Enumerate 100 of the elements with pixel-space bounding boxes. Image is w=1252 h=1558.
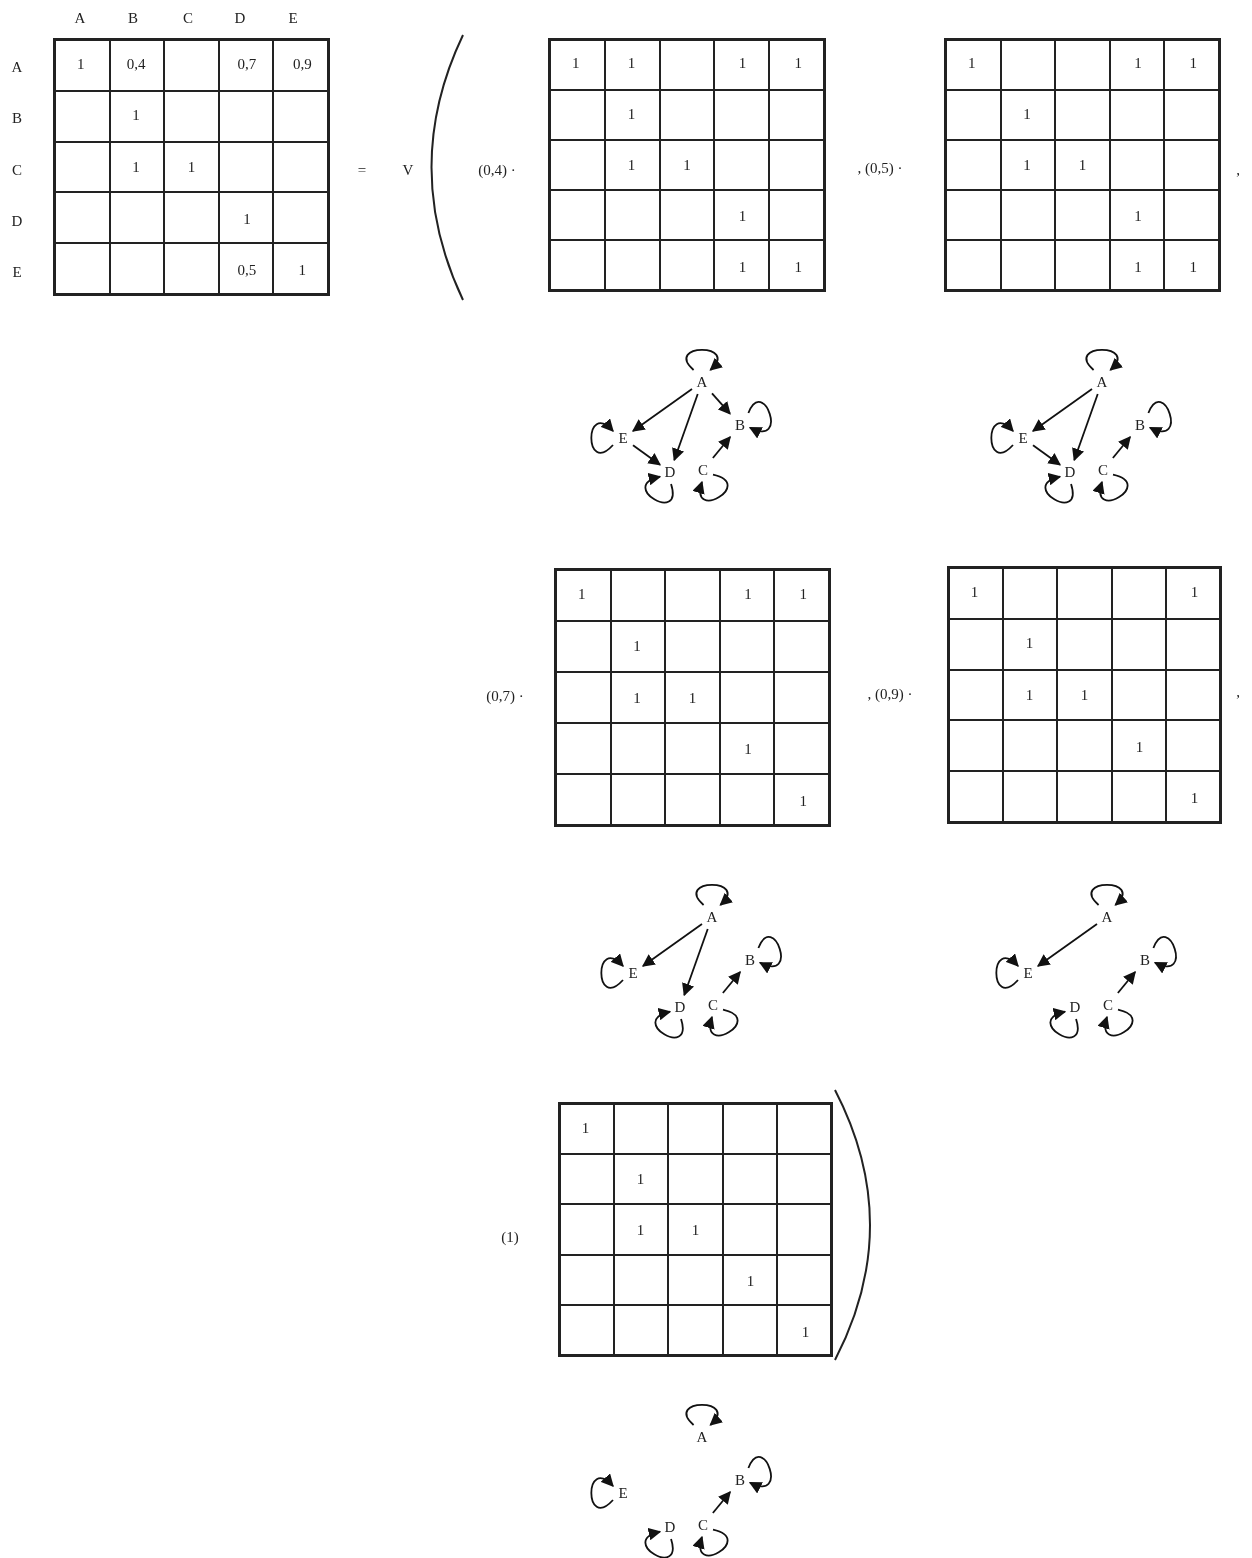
matrix-value: 1 bbox=[76, 54, 85, 74]
vertex-label: A bbox=[694, 1427, 710, 1447]
row-header: E bbox=[12, 262, 22, 282]
vertex-label: A bbox=[1099, 907, 1115, 927]
arrow bbox=[682, 928, 709, 997]
loop-arrow bbox=[644, 1529, 674, 1558]
vertex-label: A bbox=[704, 907, 720, 927]
arrow bbox=[672, 393, 699, 462]
arrow bbox=[711, 436, 732, 459]
matrix-value: 1 bbox=[1189, 257, 1198, 277]
vertex-label: D bbox=[1062, 462, 1078, 482]
coefficient: , (0,9) · bbox=[867, 684, 913, 704]
loop-arrow bbox=[590, 1473, 614, 1509]
column-header: E bbox=[288, 8, 298, 28]
loop-arrow bbox=[693, 1528, 729, 1557]
matrix-value: 1 bbox=[627, 155, 636, 175]
matrix-value: 1 bbox=[581, 1118, 590, 1138]
matrix-value: 1 bbox=[1023, 104, 1031, 124]
arrow bbox=[1116, 971, 1137, 994]
matrix-value: 0,4 bbox=[126, 54, 146, 74]
matrix-value: 1 bbox=[1134, 257, 1142, 277]
loop-arrow bbox=[1049, 1009, 1079, 1039]
matrix-value: 1 bbox=[187, 157, 196, 177]
matrix-value: 1 bbox=[1134, 206, 1142, 226]
matrix-value: 1 bbox=[691, 1220, 700, 1240]
loop-arrow bbox=[1098, 1008, 1134, 1037]
matrix-value: 1 bbox=[1080, 685, 1089, 705]
loop-arrow bbox=[703, 1008, 739, 1037]
matrix-value: 1 bbox=[633, 688, 641, 708]
matrix-value: 1 bbox=[633, 636, 641, 656]
loop-arrow bbox=[654, 1009, 684, 1039]
equals-sign: = bbox=[357, 160, 367, 180]
column-header: C bbox=[183, 8, 193, 28]
loop-arrow bbox=[757, 936, 782, 973]
row-header: A bbox=[11, 57, 23, 77]
column-header: B bbox=[128, 8, 138, 28]
arrow bbox=[721, 971, 742, 994]
matrix-value: 1 bbox=[1023, 155, 1031, 175]
loop-arrow bbox=[747, 401, 772, 438]
matrix-value: 1 bbox=[1189, 54, 1198, 74]
coefficient: (1) bbox=[501, 1227, 519, 1247]
matrix-value: 1 bbox=[794, 257, 802, 277]
loop-arrow bbox=[685, 348, 723, 371]
matrix-value: 1 bbox=[794, 54, 802, 74]
vertex-label: D bbox=[672, 997, 688, 1017]
matrix-value: 1 bbox=[683, 155, 691, 175]
arrow bbox=[632, 444, 661, 466]
matrix-value: 1 bbox=[799, 584, 808, 604]
vertex-label: C bbox=[695, 1515, 711, 1535]
matrix-value: 1 bbox=[738, 54, 747, 74]
vertex-label: E bbox=[1020, 963, 1036, 983]
matrix-value: 1 bbox=[243, 209, 251, 229]
coefficient: , (0,5) · bbox=[857, 158, 903, 178]
matrix-value: 0,7 bbox=[237, 54, 257, 74]
matrix-value: 1 bbox=[967, 54, 976, 74]
vertex-label: C bbox=[705, 995, 721, 1015]
vertex-label: A bbox=[694, 372, 710, 392]
vertex-label: C bbox=[1095, 460, 1111, 480]
matrix-value: 1 bbox=[1025, 685, 1034, 705]
column-header: D bbox=[234, 8, 246, 28]
matrix-value: 1 bbox=[801, 1322, 810, 1342]
matrix-value: 1 bbox=[627, 54, 636, 74]
matrix-value: 1 bbox=[688, 688, 697, 708]
matrix-value: 1 bbox=[577, 584, 586, 604]
loop-arrow bbox=[1152, 936, 1177, 973]
vertex-label: B bbox=[1137, 950, 1153, 970]
vertex-label: E bbox=[615, 428, 631, 448]
matrix-value: 1 bbox=[1025, 634, 1034, 654]
arrow bbox=[1111, 436, 1132, 459]
vertex-label: D bbox=[662, 462, 678, 482]
arrow bbox=[1036, 923, 1098, 967]
row-header: B bbox=[12, 108, 22, 128]
loop-arrow bbox=[685, 1403, 723, 1426]
vertex-label: B bbox=[1132, 415, 1148, 435]
matrix-value: 1 bbox=[738, 257, 747, 277]
matrix-value: 1 bbox=[1190, 788, 1199, 808]
arrow bbox=[1031, 388, 1093, 432]
vertex-label: C bbox=[1100, 995, 1116, 1015]
separator: , bbox=[1236, 682, 1240, 702]
matrix-value: 1 bbox=[799, 791, 808, 811]
matrix-value: 1 bbox=[970, 582, 979, 602]
vertex-label: B bbox=[742, 950, 758, 970]
loop-arrow bbox=[1044, 474, 1074, 504]
matrix-value: 1 bbox=[1190, 582, 1199, 602]
arrow bbox=[631, 388, 693, 432]
loop-arrow bbox=[747, 1456, 772, 1493]
vertex-label: B bbox=[732, 415, 748, 435]
arrow bbox=[711, 1491, 732, 1514]
loop-arrow bbox=[590, 418, 614, 454]
max-operator: V bbox=[402, 160, 414, 180]
vertex-label: D bbox=[1067, 997, 1083, 1017]
loop-arrow bbox=[1090, 883, 1128, 906]
vertex-label: C bbox=[695, 460, 711, 480]
matrix-value: 1 bbox=[298, 260, 307, 280]
loop-arrow bbox=[693, 473, 729, 502]
loop-arrow bbox=[644, 474, 674, 504]
loop-arrow bbox=[990, 418, 1014, 454]
matrix-value: 1 bbox=[132, 106, 140, 126]
matrix-value: 0,9 bbox=[292, 54, 312, 74]
vertex-label: A bbox=[1094, 372, 1110, 392]
